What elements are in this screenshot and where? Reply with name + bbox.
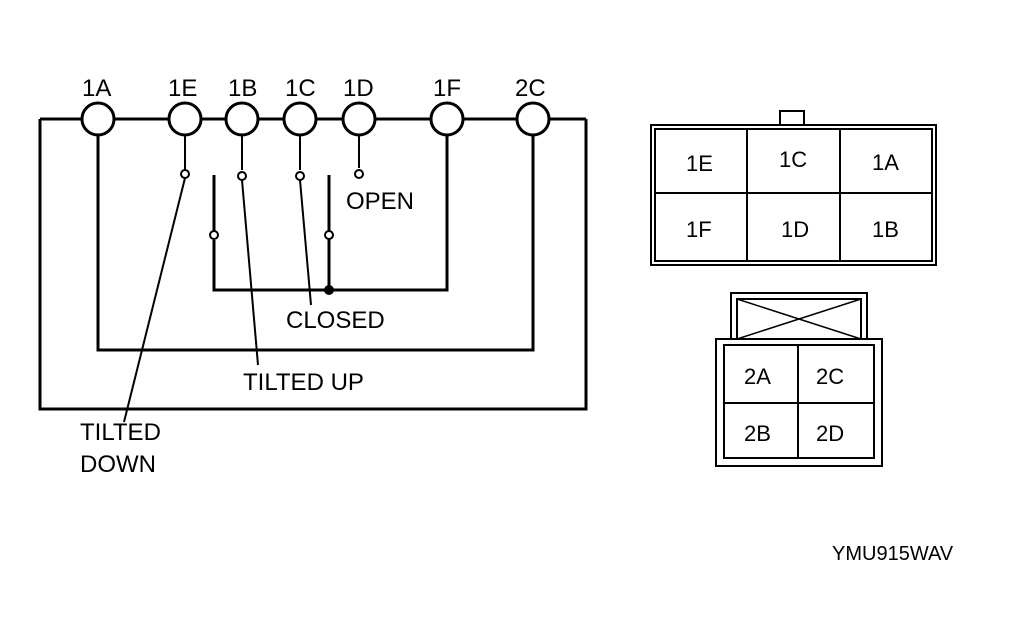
terminal-label-1b: 1B (228, 75, 257, 102)
tilted-down-label-line2: DOWN (80, 451, 156, 478)
contact-1c (295, 171, 305, 181)
terminal-label-1c: 1C (285, 75, 316, 102)
schematic: 1A 1E 1B 1C 1D 1F 2C OPEN CLOSED TILTED … (38, 75, 588, 478)
terminal-circle-1f (429, 101, 465, 137)
tilted-down-label-line1: TILTED (80, 419, 161, 446)
terminal-circle-1e (167, 101, 203, 137)
connector-1-cell-1a: 1A (872, 150, 899, 175)
contact-1b (237, 171, 247, 181)
contact-1d (354, 169, 364, 179)
connector-1-cell-1f: 1F (686, 217, 712, 242)
terminal-circle-2c (515, 101, 551, 137)
tilted-up-leader-line (241, 179, 259, 366)
terminal-label-1e: 1E (168, 75, 197, 102)
connector-1-cell-1b: 1B (872, 217, 899, 242)
connector-2-latch-cross-b (736, 298, 862, 340)
blade-right-contact (324, 230, 334, 240)
connector-2: 2A 2C 2B 2D (715, 292, 883, 467)
connector-2-cell-2a: 2A (744, 364, 771, 389)
connector-1-inner (654, 128, 933, 262)
terminal-circle-1b (224, 101, 260, 137)
blade-left-contact (209, 230, 219, 240)
terminal-circle-1d (341, 101, 377, 137)
terminal-label-1d: 1D (343, 75, 374, 102)
connector-1-key (779, 110, 805, 126)
tilted-up-label: TILTED UP (243, 369, 364, 396)
terminal-label-1a: 1A (82, 75, 111, 102)
middle-loop-wire (96, 132, 535, 352)
outer-loop-wire (38, 119, 588, 411)
open-label: OPEN (346, 188, 414, 215)
connector-1: 1E 1C 1A 1F 1D 1B (650, 110, 937, 266)
terminal-circle-1c (282, 101, 318, 137)
connector-2-cell-2c: 2C (816, 364, 844, 389)
terminal-label-2c: 2C (515, 75, 546, 102)
connector-1-cell-1e: 1E (686, 151, 713, 176)
contact-1e (180, 169, 190, 179)
terminal-circle-1a (80, 101, 116, 137)
figure-code: YMU915WAV (832, 543, 954, 565)
closed-leader-line (299, 179, 312, 306)
connector-2-cell-2b: 2B (744, 421, 771, 446)
tilted-down-leader-line (123, 177, 186, 423)
closed-label: CLOSED (286, 307, 385, 334)
connector-1-cell-1d: 1D (781, 217, 809, 242)
connector-2-cell-2d: 2D (816, 421, 844, 446)
terminal-label-1f: 1F (433, 75, 461, 102)
connector-1-cell-1c: 1C (779, 147, 807, 172)
closed-junction-dot (324, 285, 334, 295)
